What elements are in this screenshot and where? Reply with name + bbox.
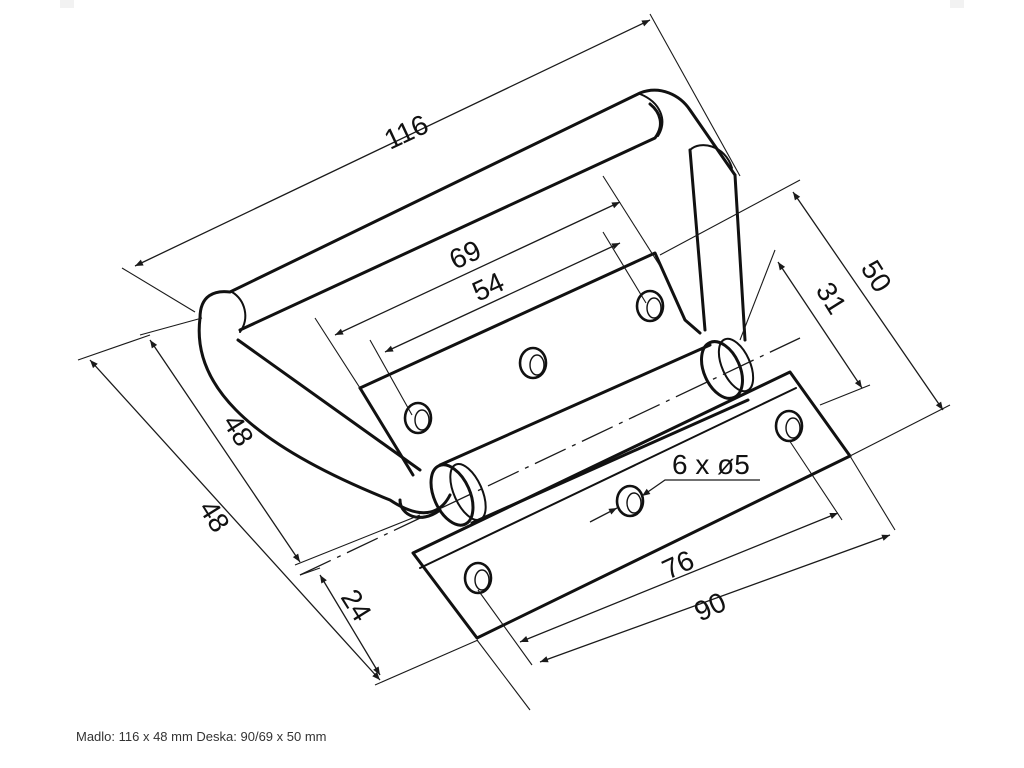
dim-48-inner-label: 48 <box>217 409 260 452</box>
dim-76-label: 76 <box>657 544 698 585</box>
dim-54: 54 <box>369 231 647 416</box>
corner-mark-left <box>60 0 74 8</box>
dim-54-label: 54 <box>467 266 508 307</box>
dim-48-outer-label: 48 <box>193 495 236 538</box>
dim-24-label: 24 <box>335 584 378 627</box>
dim-48-outer: 48 <box>77 334 479 686</box>
dim-76: 76 <box>477 439 843 666</box>
dim-24: 24 <box>299 567 381 676</box>
dim-116-label: 116 <box>379 108 433 155</box>
dim-hole-spec: 6 x ø5 <box>589 449 760 523</box>
caption: Madlo: 116 x 48 mm Deska: 90/69 x 50 mm <box>76 729 327 744</box>
corner-mark-right <box>950 0 964 8</box>
dim-90-label: 90 <box>689 586 730 627</box>
dim-31-label: 31 <box>810 277 853 320</box>
dim-69-label: 69 <box>444 234 485 275</box>
dim-31: 31 <box>739 249 871 406</box>
dim-hole-spec-label: 6 x ø5 <box>672 449 750 480</box>
hinge-barrel <box>429 337 755 527</box>
dim-116: 116 <box>121 13 741 313</box>
hinge-axis <box>299 337 801 576</box>
